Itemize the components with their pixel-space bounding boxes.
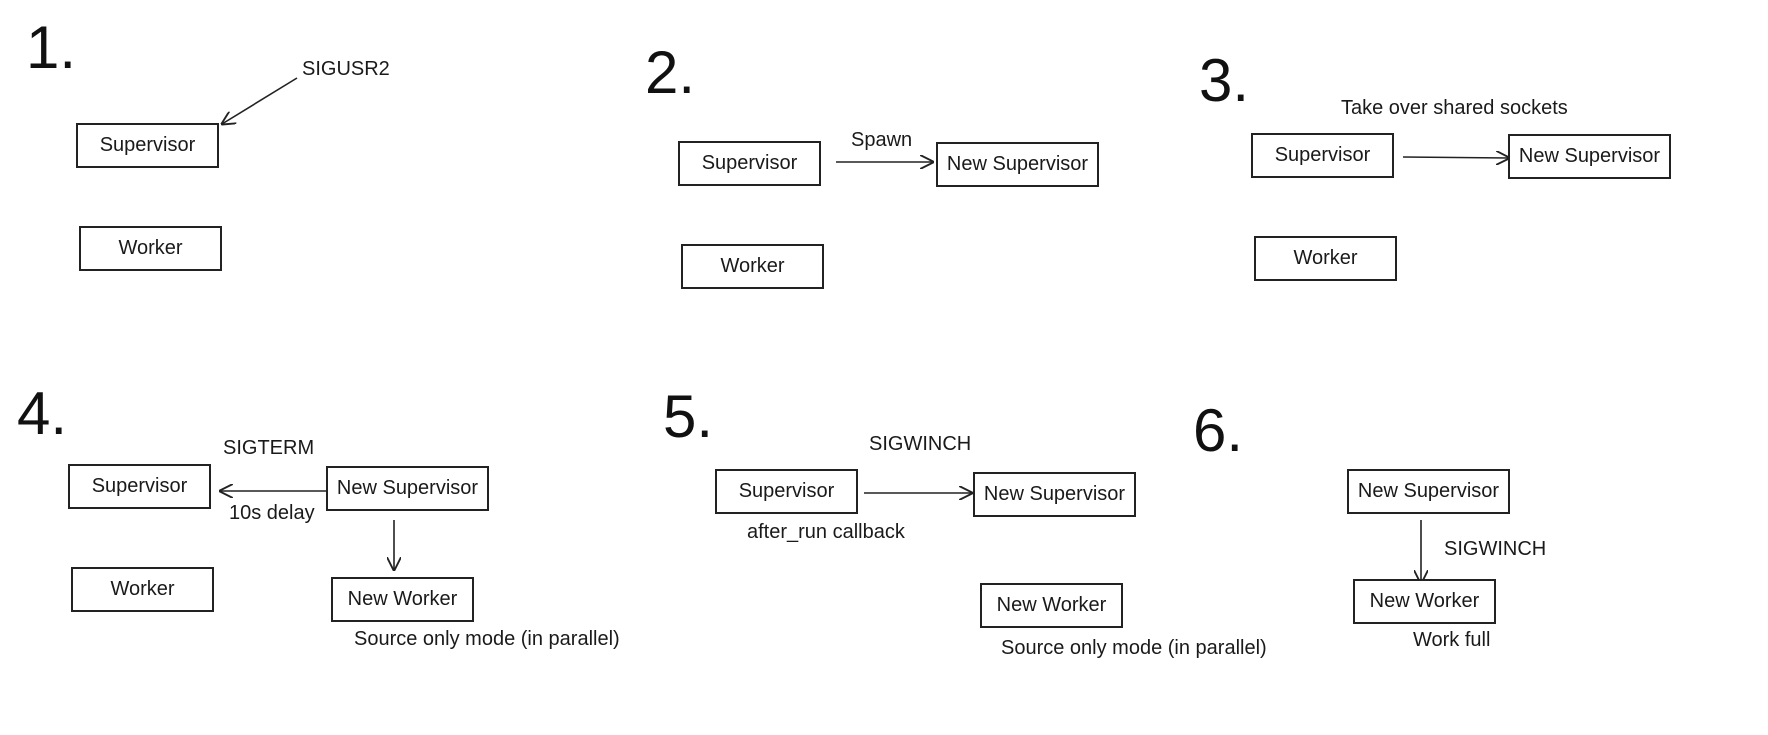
new-supervisor-box: New Supervisor	[973, 472, 1136, 517]
signal-label: SIGTERM	[223, 437, 315, 459]
new-worker-box: New Worker	[980, 583, 1123, 628]
signal-label: SIGWINCH	[869, 433, 972, 455]
new-supervisor-box: New Supervisor	[1508, 134, 1671, 179]
step-number: 6.	[1193, 397, 1244, 464]
supervisor-box: Supervisor	[678, 141, 821, 186]
action-label: Take over shared sockets	[1341, 97, 1568, 119]
delay-label: 10s delay	[229, 502, 315, 524]
worker-box: Worker	[1254, 236, 1397, 281]
step3-takeover-arrow	[1402, 157, 1509, 158]
new-worker-box: New Worker	[1353, 579, 1496, 624]
step-number: 1.	[26, 14, 77, 81]
step-number: 4.	[17, 380, 68, 447]
step-number: 3.	[1199, 47, 1250, 114]
step-number: 2.	[645, 39, 696, 106]
worker-box: Worker	[681, 244, 824, 289]
mode-label: Source only mode (in parallel)	[1001, 637, 1267, 659]
supervisor-box: Supervisor	[76, 123, 219, 168]
new-worker-box: New Worker	[331, 577, 474, 622]
worker-box: Worker	[71, 567, 214, 612]
mode-label: Work full	[1413, 629, 1491, 651]
worker-box: Worker	[79, 226, 222, 271]
supervisor-box: Supervisor	[715, 469, 858, 514]
step1-sigusr2-arrow	[222, 77, 298, 124]
mode-label: Source only mode (in parallel)	[354, 628, 620, 650]
action-label: Spawn	[851, 129, 913, 151]
signal-label: SIGWINCH	[1444, 538, 1547, 560]
step-number: 5.	[663, 383, 714, 450]
new-supervisor-box: New Supervisor	[326, 466, 489, 511]
supervisor-box: Supervisor	[68, 464, 211, 509]
new-supervisor-box: New Supervisor	[936, 142, 1099, 187]
signal-label: SIGUSR2	[302, 58, 390, 80]
new-supervisor-box: New Supervisor	[1347, 469, 1510, 514]
supervisor-box: Supervisor	[1251, 133, 1394, 178]
callback-label: after_run callback	[747, 521, 905, 543]
